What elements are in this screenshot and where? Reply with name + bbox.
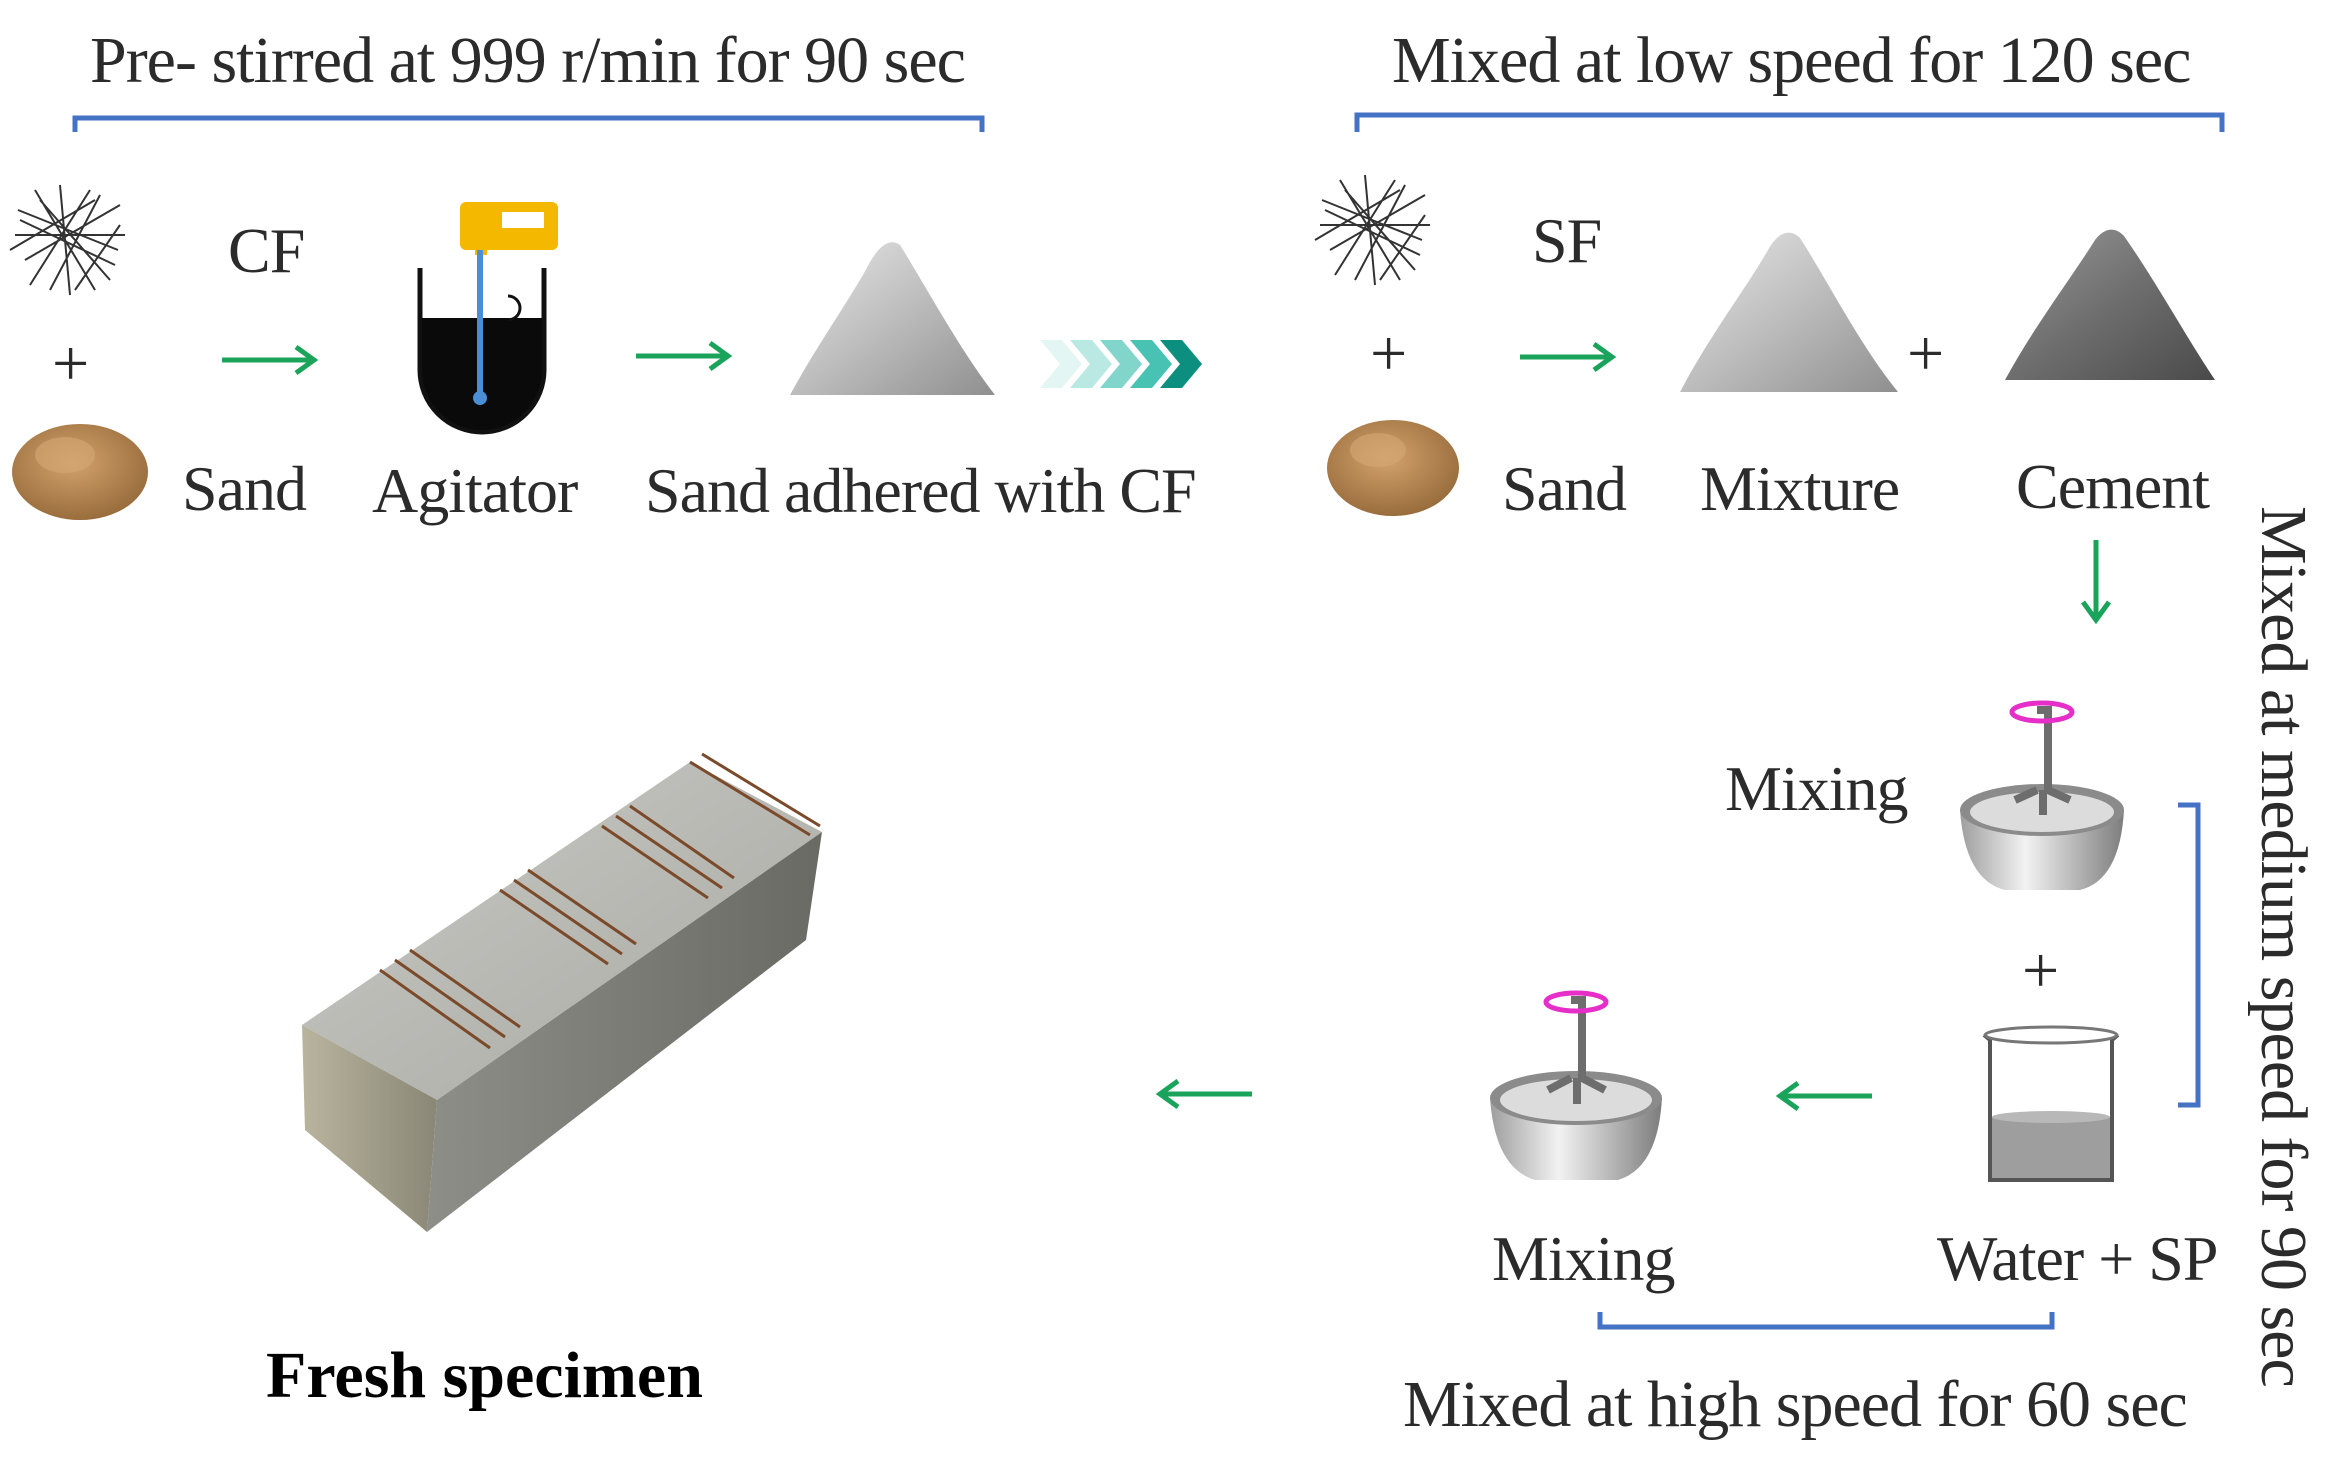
sand-label-1: Sand	[182, 453, 307, 524]
plus-sign-fiber-sand: +	[52, 327, 89, 400]
cement-pile-icon	[2005, 229, 2215, 380]
mixing-label-2: Mixing	[1492, 1223, 1674, 1294]
powder-pile-icon	[790, 242, 995, 395]
sand-pile-icon	[12, 424, 148, 520]
chevron-arrows-icon	[1040, 340, 1202, 388]
low-speed-step-label: Mixed at low speed for 120 sec	[1392, 24, 2190, 97]
cf-label: CF	[228, 215, 304, 286]
sand-adhered-label: Sand adhered with CF	[645, 455, 1196, 526]
mixture-label: Mixture	[1700, 453, 1899, 524]
arrow-mixing-to-specimen	[1155, 1078, 1252, 1110]
arrow-agitator-to-adhered	[636, 340, 733, 372]
mixing-label-1: Mixing	[1725, 753, 1907, 824]
fiber-bundle-icon	[1314, 174, 1430, 286]
arrow-sf-to-mixture	[1520, 341, 1617, 373]
mixing-bowl-icon	[1490, 990, 1662, 1180]
medium-speed-step-label: Mixed at medium speed for 90 sec	[2247, 506, 2320, 1387]
low-speed-bracket	[1354, 112, 2225, 132]
plus-sign-mixing-water: +	[2022, 934, 2059, 1007]
arrow-water-to-mixing	[1775, 1080, 1872, 1112]
water-sp-label: Water + SP	[1937, 1223, 2217, 1294]
high-speed-step-label: Mixed at high speed for 60 sec	[1403, 1368, 2187, 1441]
sf-label: SF	[1532, 205, 1601, 276]
arrow-cf-to-agitator	[222, 344, 319, 376]
medium-speed-bracket	[2178, 802, 2201, 1108]
plus-sign-mixture-cement: +	[1907, 317, 1944, 390]
plus-sign-fiber-sand-2: +	[1370, 317, 1407, 390]
cement-label: Cement	[2016, 451, 2210, 522]
fresh-specimen-label: Fresh specimen	[266, 1339, 703, 1412]
agitator-label: Agitator	[372, 455, 578, 526]
sand-pile-icon	[1327, 420, 1459, 516]
pre-stir-bracket	[72, 115, 985, 132]
pre-stir-step-label: Pre- stirred at 999 r/min for 90 sec	[90, 24, 965, 97]
high-speed-bracket	[1597, 1312, 2055, 1330]
fiber-bundle-icon	[9, 184, 125, 296]
sand-label-2: Sand	[1502, 453, 1627, 524]
arrow-cement-to-mixing	[2080, 540, 2112, 625]
mixing-bowl-icon	[1960, 700, 2124, 890]
powder-pile-icon	[1680, 232, 1898, 392]
beaker-icon	[1982, 1025, 2120, 1182]
specimen-block-icon	[302, 752, 822, 1232]
agitator-icon	[417, 202, 558, 435]
